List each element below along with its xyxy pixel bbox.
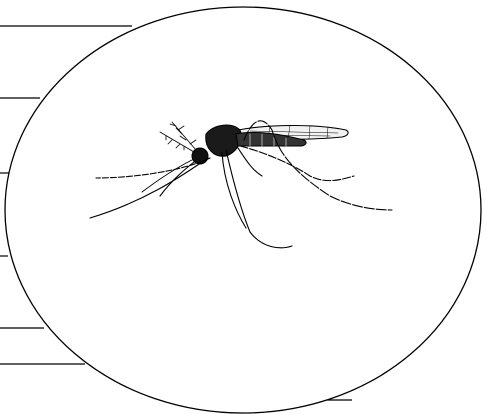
- oval-frame: [5, 7, 481, 413]
